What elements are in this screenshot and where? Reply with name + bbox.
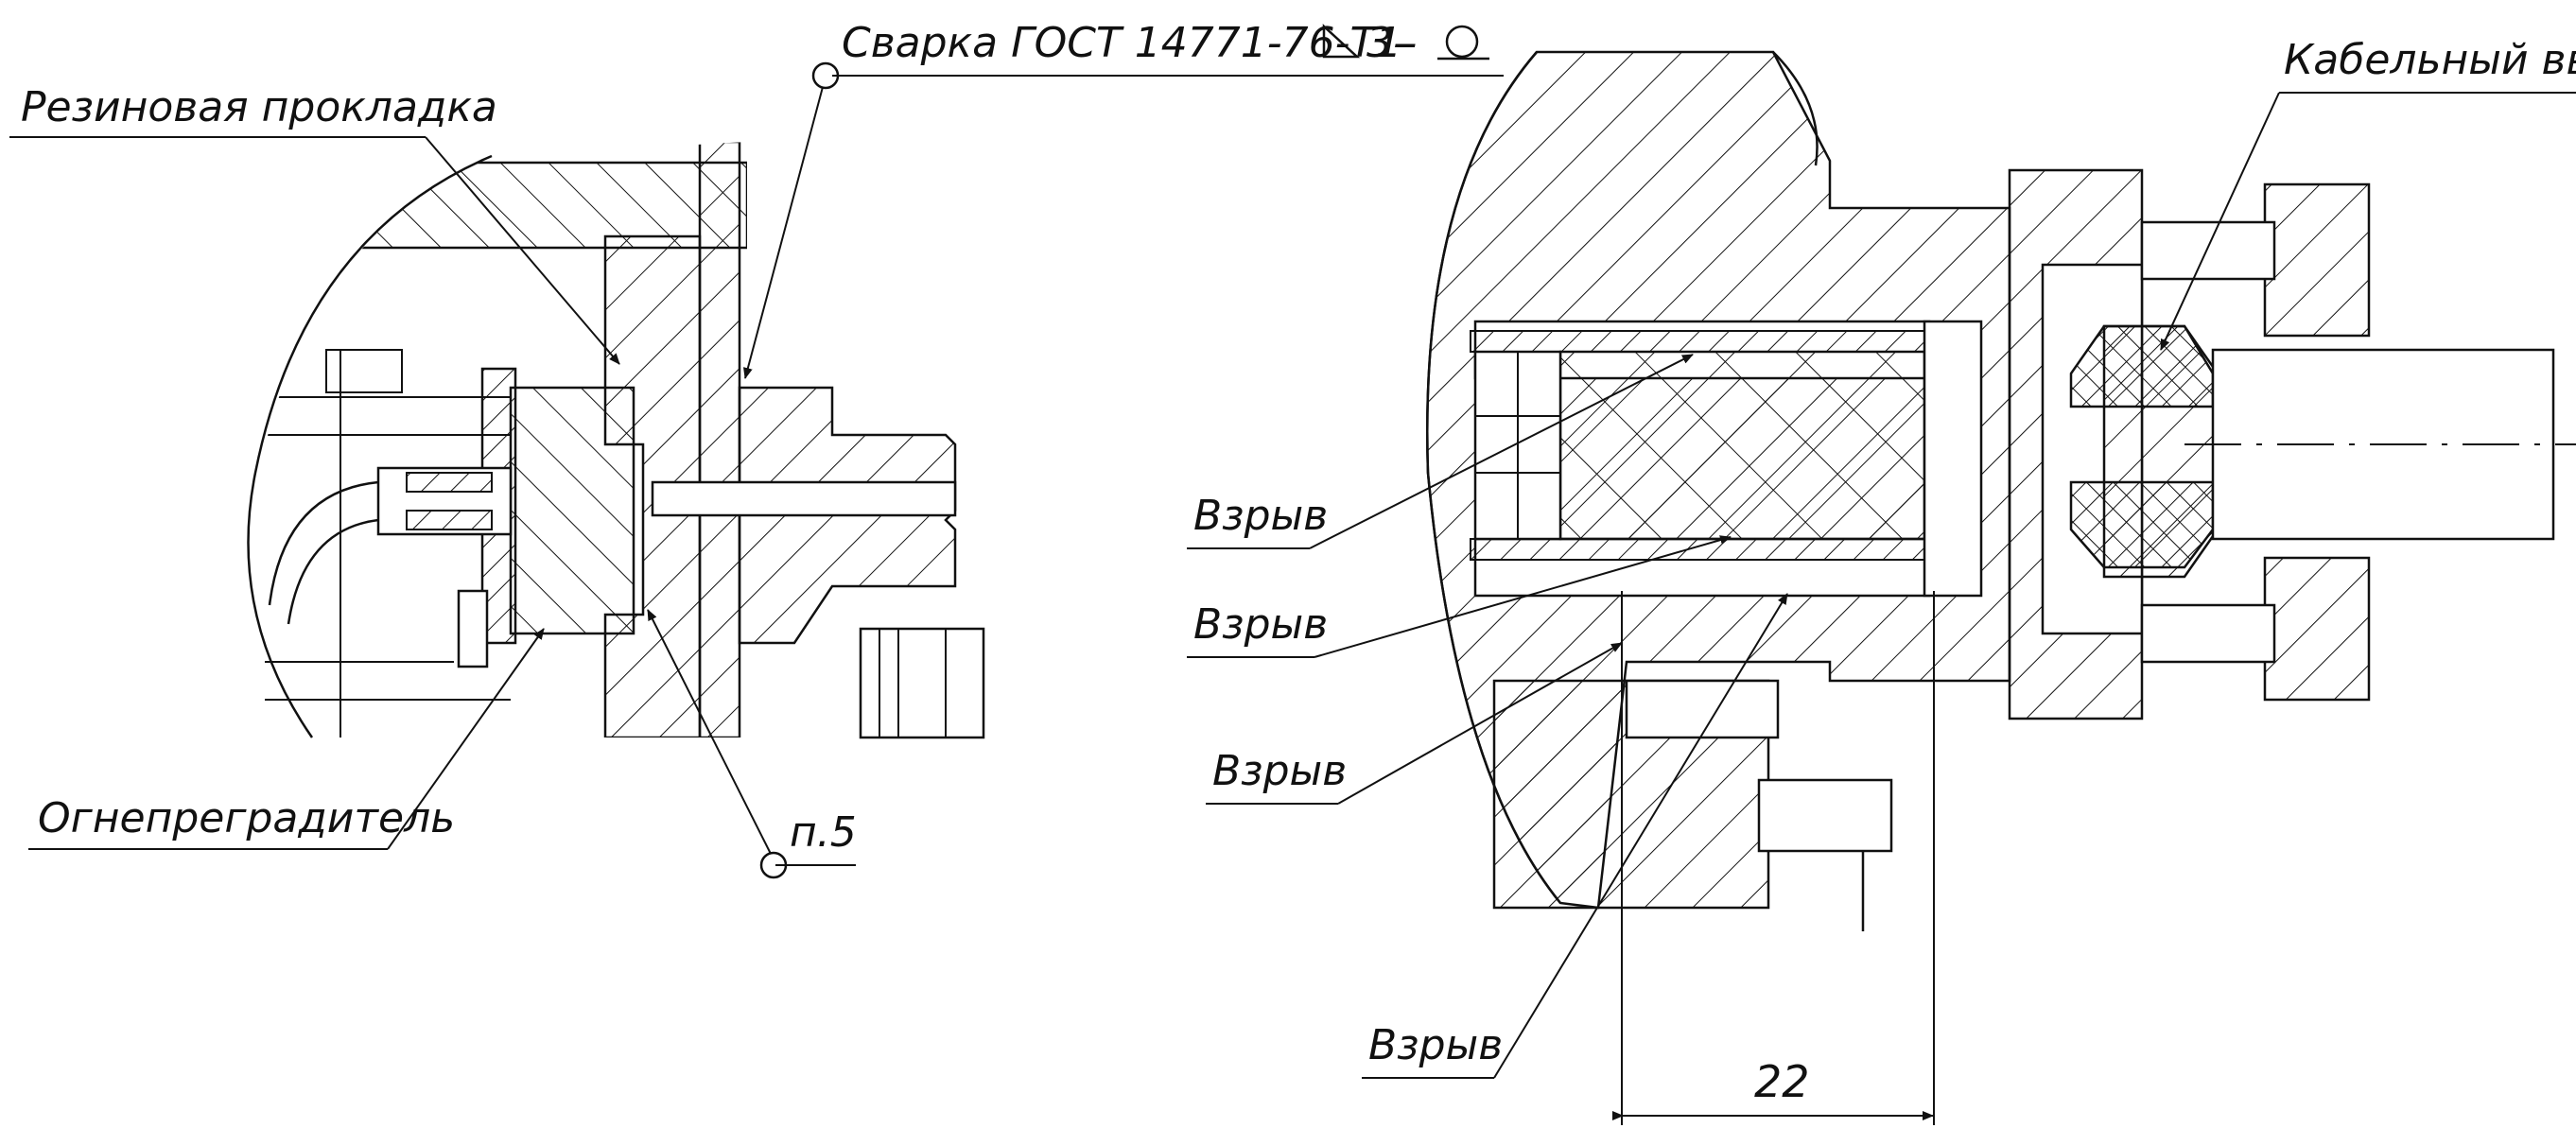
- gasket-label: Резиновая прокладка: [21, 83, 497, 131]
- top-flange-bolt: [2263, 182, 2371, 338]
- top-cover-section: [348, 161, 747, 250]
- explosion-3-label: Взрыв: [1212, 747, 1347, 795]
- bottom-stud: [2140, 603, 2276, 664]
- terminal-block: [1757, 778, 1893, 853]
- explosion-2-label: Взрыв: [1193, 600, 1328, 649]
- bolt-head: [457, 589, 489, 668]
- weld-label: Сварка ГОСТ 14771-76-Т1-: [842, 19, 1417, 67]
- wall-section: [698, 142, 741, 738]
- explosion-2-leader: [1314, 535, 1732, 658]
- sleeve-top: [1470, 330, 1925, 353]
- left-detail-outline: [247, 154, 493, 738]
- cable-entry-label: Кабельный ввод: [2284, 36, 2576, 84]
- seal-insert: [1558, 350, 1926, 541]
- housing-top-curve: [1772, 51, 1819, 166]
- gasket-leader: [425, 136, 620, 365]
- fillet-weld-symbol: [1322, 24, 1361, 59]
- note-label: п.5: [790, 808, 857, 857]
- note-circle: [759, 851, 788, 879]
- sleeve-bottom: [1470, 538, 1925, 561]
- explosion-1-label: Взрыв: [1193, 492, 1328, 540]
- weld-leg-label: 3-: [1366, 19, 1408, 67]
- explosion-1-leader: [1309, 354, 1694, 549]
- flame-arrester-label: Огнепреградитель: [38, 794, 455, 842]
- annotations: Сварка ГОСТ 14771-76-Т1- 3- Резиновая пр…: [9, 19, 2576, 1125]
- explosion-3-leader: [1337, 642, 1623, 805]
- weld-leader: [742, 86, 824, 379]
- pipe-wall-top: [406, 472, 493, 493]
- hose-line-2: [287, 518, 379, 625]
- top-stud: [2140, 220, 2276, 281]
- shaft-bore: [651, 480, 957, 517]
- left-detail-view: [247, 142, 985, 739]
- end-cap: [1923, 320, 1983, 598]
- weld-all-around-circle: [811, 61, 840, 90]
- note-leader: [647, 609, 772, 855]
- right-main-view: [1426, 50, 2576, 931]
- bottom-flange-bolt: [2263, 556, 2371, 702]
- flame-arrester-leader: [387, 628, 545, 850]
- pipe-wall-bottom: [406, 510, 493, 530]
- weld-circle-symbol: [1445, 25, 1479, 59]
- bottom-block: [859, 627, 985, 739]
- hose-line-1: [268, 480, 379, 606]
- flame-arrester-body: [509, 386, 635, 635]
- clamp-block: [325, 349, 403, 393]
- explosion-4-label: Взрыв: [1368, 1021, 1503, 1069]
- lower-bracket-slot: [1625, 679, 1780, 739]
- cable-entry-leader: [2160, 92, 2280, 351]
- explosion-4-leader: [1493, 593, 1788, 1079]
- dimension-label: 22: [1754, 1056, 1810, 1107]
- rubber-ring-bottom: [2069, 480, 2215, 569]
